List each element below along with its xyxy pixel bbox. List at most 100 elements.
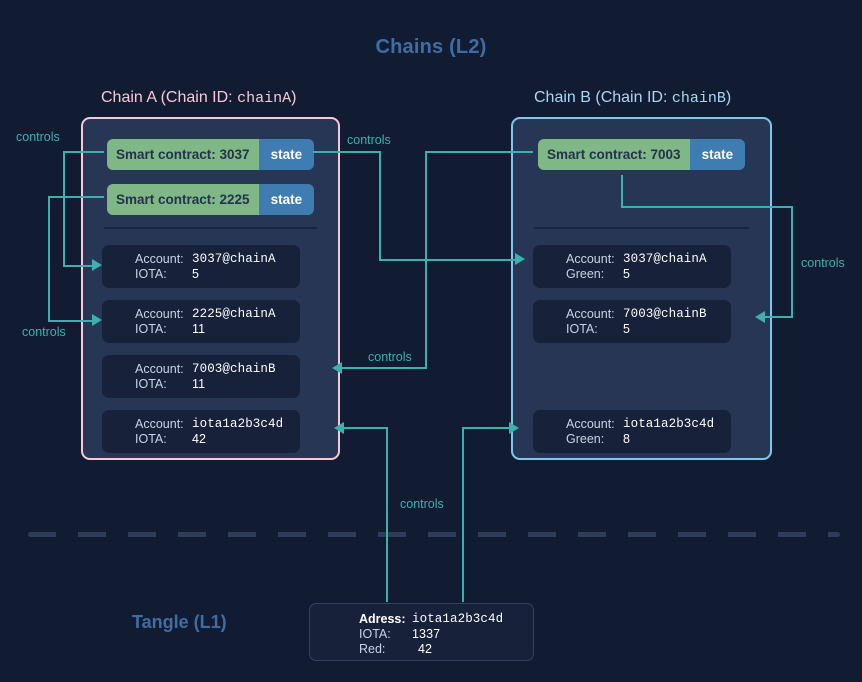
connector-cross2-seg-h2 (342, 367, 427, 369)
connector-label-controls-2: controls (22, 325, 66, 339)
connector-b1-seg-v2 (791, 206, 793, 318)
account-value: iota1a2b3c4d (623, 417, 715, 431)
chain-b-contract-7003[interactable]: Smart contract: 7003 state (538, 139, 746, 170)
account-field-row: Green: 5 (533, 267, 731, 282)
account-key: Green: (566, 267, 605, 281)
address-value: 42 (418, 642, 433, 656)
connector-a2-seg-h2 (48, 320, 95, 322)
address-field-row: Red: 42 (310, 642, 533, 657)
account-value: 3037@chainA (623, 252, 707, 266)
connector-l1a-seg-v (386, 427, 388, 602)
address-field-row: IOTA: 1337 (310, 627, 533, 642)
connector-a1-seg-v (63, 151, 65, 267)
connector-l1a-arrowhead (334, 422, 344, 434)
account-field-row: Account: iota1a2b3c4d (102, 417, 300, 432)
account-key: Account: (566, 307, 615, 321)
chain-b-panel: Smart contract: 7003 state Account: 3037… (511, 117, 772, 460)
connector-l1a-seg-h (344, 427, 388, 429)
chain-a-title: Chain A (Chain ID: chainA) (101, 89, 296, 107)
connector-a2-arrowhead (92, 314, 102, 326)
connector-a1-seg-h (63, 151, 104, 153)
account-key: Account: (135, 252, 184, 266)
account-value: 8 (623, 432, 631, 446)
chain-b-account-iota: Account: iota1a2b3c4d Green: 8 (533, 410, 731, 453)
address-key: Adress: (359, 612, 406, 626)
chain-a-account-7003: Account: 7003@chainB IOTA: 11 (102, 355, 300, 398)
account-value: 7003@chainB (192, 362, 276, 376)
chain-a-account-iota: Account: iota1a2b3c4d IOTA: 42 (102, 410, 300, 453)
chain-a-contract-3037[interactable]: Smart contract: 3037 state (107, 139, 315, 170)
connector-b1-seg-h2 (765, 316, 793, 318)
chain-b-account-3037: Account: 3037@chainA Green: 5 (533, 245, 731, 288)
chain-a-title-prefix: Chain A (Chain ID: (101, 89, 238, 106)
account-field-row: IOTA: 11 (102, 322, 300, 337)
tangle-dashed-line (28, 532, 840, 537)
account-key: IOTA: (135, 267, 167, 281)
account-key: Account: (135, 362, 184, 376)
connector-a1-arrowhead (92, 259, 102, 271)
connector-label-controls-6: controls (400, 497, 444, 511)
account-value: 11 (192, 322, 206, 336)
chain-a-divider (104, 227, 317, 229)
l1-address-card: Adress: iota1a2b3c4d IOTA: 1337 Red: 42 (309, 603, 534, 661)
connector-label-controls-3: controls (347, 133, 391, 147)
connector-cross1-seg-h2 (379, 259, 518, 261)
contract-label: Smart contract: 7003 (538, 139, 690, 170)
connector-label-controls-4: controls (368, 350, 412, 364)
address-value: 1337 (412, 627, 441, 641)
connector-b1-seg-v (621, 175, 623, 208)
account-key: Account: (135, 307, 184, 321)
connector-b1-seg-h (621, 206, 793, 208)
connector-cross2-seg-v (425, 151, 427, 369)
account-key: Account: (566, 417, 615, 431)
chain-a-account-3037: Account: 3037@chainA IOTA: 5 (102, 245, 300, 288)
contract-state-badge[interactable]: state (258, 184, 315, 215)
chains-l2-heading: Chains (L2) (375, 36, 487, 58)
chain-a-account-2225: Account: 2225@chainA IOTA: 11 (102, 300, 300, 343)
account-value: 42 (192, 432, 207, 446)
connector-label-controls-5: controls (801, 256, 845, 270)
account-field-row: Account: iota1a2b3c4d (533, 417, 731, 432)
contract-state-badge[interactable]: state (258, 139, 315, 170)
account-key: Account: (566, 252, 615, 266)
address-field-row: Adress: iota1a2b3c4d (310, 612, 533, 627)
account-value: 5 (623, 322, 631, 336)
address-key: IOTA: (359, 627, 391, 641)
chain-b-divider (534, 227, 749, 229)
connector-a1-seg-h2 (63, 265, 95, 267)
chain-a-panel: Smart contract: 3037 state Smart contrac… (81, 117, 340, 460)
chain-b-title-suffix: ) (725, 89, 732, 106)
connector-cross2-seg-h (425, 151, 533, 153)
connector-a2-seg-h (48, 196, 104, 198)
account-field-row: Account: 3037@chainA (102, 252, 300, 267)
account-value: iota1a2b3c4d (192, 417, 284, 431)
account-field-row: Green: 8 (533, 432, 731, 447)
connector-cross1-arrowhead (515, 253, 525, 265)
contract-state-badge[interactable]: state (689, 139, 746, 170)
chain-a-contract-2225[interactable]: Smart contract: 2225 state (107, 184, 315, 215)
account-field-row: IOTA: 11 (102, 377, 300, 392)
account-field-row: IOTA: 5 (102, 267, 300, 282)
account-field-row: IOTA: 5 (533, 322, 731, 337)
chain-b-title: Chain B (Chain ID: chainB) (534, 89, 731, 107)
account-field-row: Account: 2225@chainA (102, 307, 300, 322)
account-field-row: Account: 3037@chainA (533, 252, 731, 267)
connector-l1b-seg-v (462, 427, 464, 602)
contract-label: Smart contract: 3037 (107, 139, 259, 170)
account-key: IOTA: (135, 377, 167, 391)
connector-a2-seg-v (48, 196, 50, 322)
tangle-l1-heading: Tangle (L1) (132, 612, 227, 632)
account-field-row: IOTA: 42 (102, 432, 300, 447)
connector-cross1-seg-h (313, 151, 381, 153)
account-key: Green: (566, 432, 605, 446)
connector-l1b-seg-h (462, 427, 512, 429)
account-value: 5 (192, 267, 200, 281)
chain-b-title-prefix: Chain B (Chain ID: (534, 89, 672, 106)
account-field-row: Account: 7003@chainB (102, 362, 300, 377)
connector-b1-arrowhead (755, 311, 765, 323)
account-key: IOTA: (135, 322, 167, 336)
connector-cross1-seg-v (379, 151, 381, 261)
account-key: IOTA: (566, 322, 598, 336)
chain-a-title-suffix: ) (291, 89, 297, 106)
